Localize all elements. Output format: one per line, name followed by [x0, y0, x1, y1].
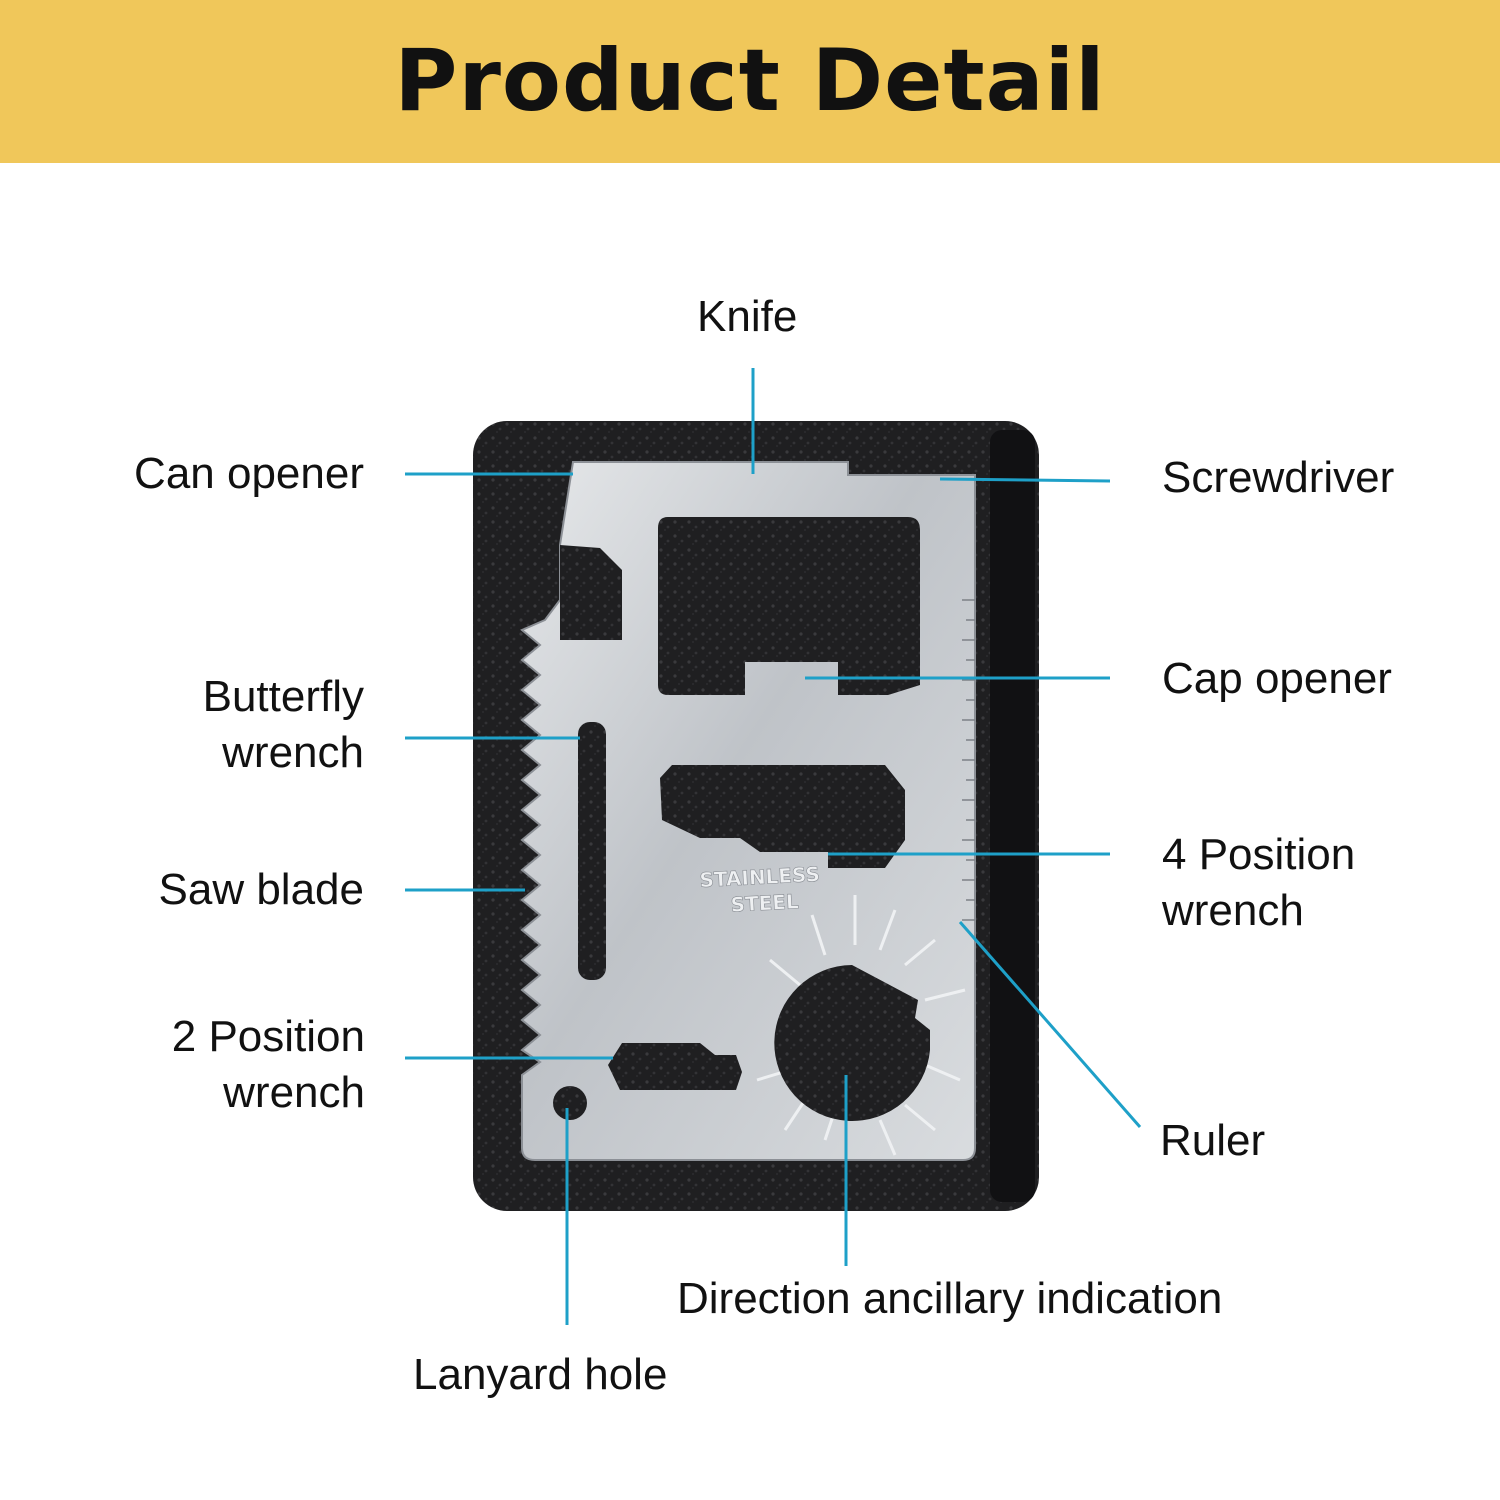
cap-opener-cutout: [658, 517, 920, 695]
leader-lines: [405, 368, 1142, 1325]
label-four-position-wrench-line1: 4 Position: [1162, 830, 1356, 879]
label-butterfly-wrench-line2: wrench: [222, 728, 364, 777]
lanyard-hole-cutout: [553, 1086, 587, 1120]
ruler-ticks: [962, 599, 975, 921]
label-direction-indication: Direction ancillary indication: [677, 1274, 1223, 1323]
label-two-position-wrench-line1: 2 Position: [171, 1012, 365, 1061]
label-saw-blade: Saw blade: [158, 865, 364, 914]
two-position-wrench-cutout: [608, 1043, 742, 1090]
label-cap-opener: Cap opener: [1162, 654, 1392, 703]
screwdriver-leader-line: [939, 477, 1111, 483]
multitool-card: STAINLESS STEEL: [520, 461, 976, 1161]
compass-circle-cutout: [774, 965, 930, 1121]
label-lanyard-hole: Lanyard hole: [413, 1350, 668, 1399]
stamp-line-2: STEEL: [730, 889, 800, 917]
page-title: Product Detail: [394, 31, 1106, 131]
four-position-wrench-cutout: [660, 765, 905, 868]
header-banner: Product Detail: [0, 0, 1500, 163]
butterfly-wrench-slot: [578, 722, 606, 980]
label-ruler: Ruler: [1160, 1116, 1266, 1165]
can-opener-cutout: [560, 545, 622, 640]
label-two-position-wrench-line2: wrench: [223, 1068, 365, 1117]
label-screwdriver: Screwdriver: [1162, 453, 1395, 502]
compass-rays: [756, 895, 966, 1156]
label-knife: Knife: [697, 292, 798, 341]
label-four-position-wrench-line2: wrench: [1162, 886, 1304, 935]
label-can-opener: Can opener: [134, 449, 364, 498]
ruler-leader-line: [958, 921, 1142, 1128]
label-butterfly-wrench-line1: Butterfly: [202, 672, 364, 721]
